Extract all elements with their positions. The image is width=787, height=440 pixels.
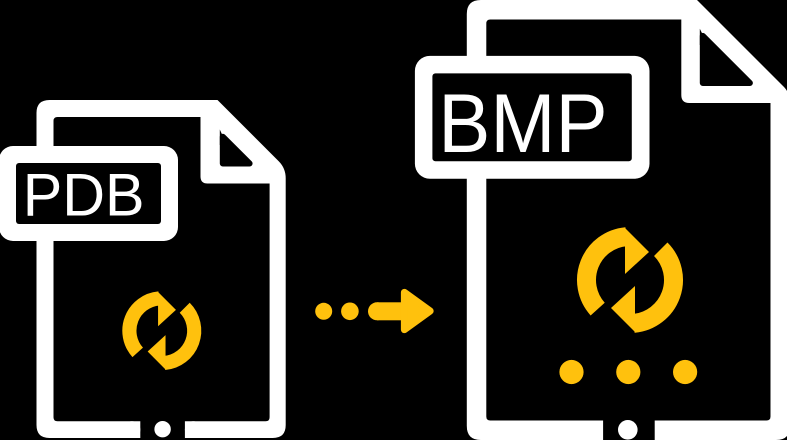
svg-text:BMP: BMP — [438, 77, 607, 170]
svg-text:PDB: PDB — [23, 162, 145, 229]
